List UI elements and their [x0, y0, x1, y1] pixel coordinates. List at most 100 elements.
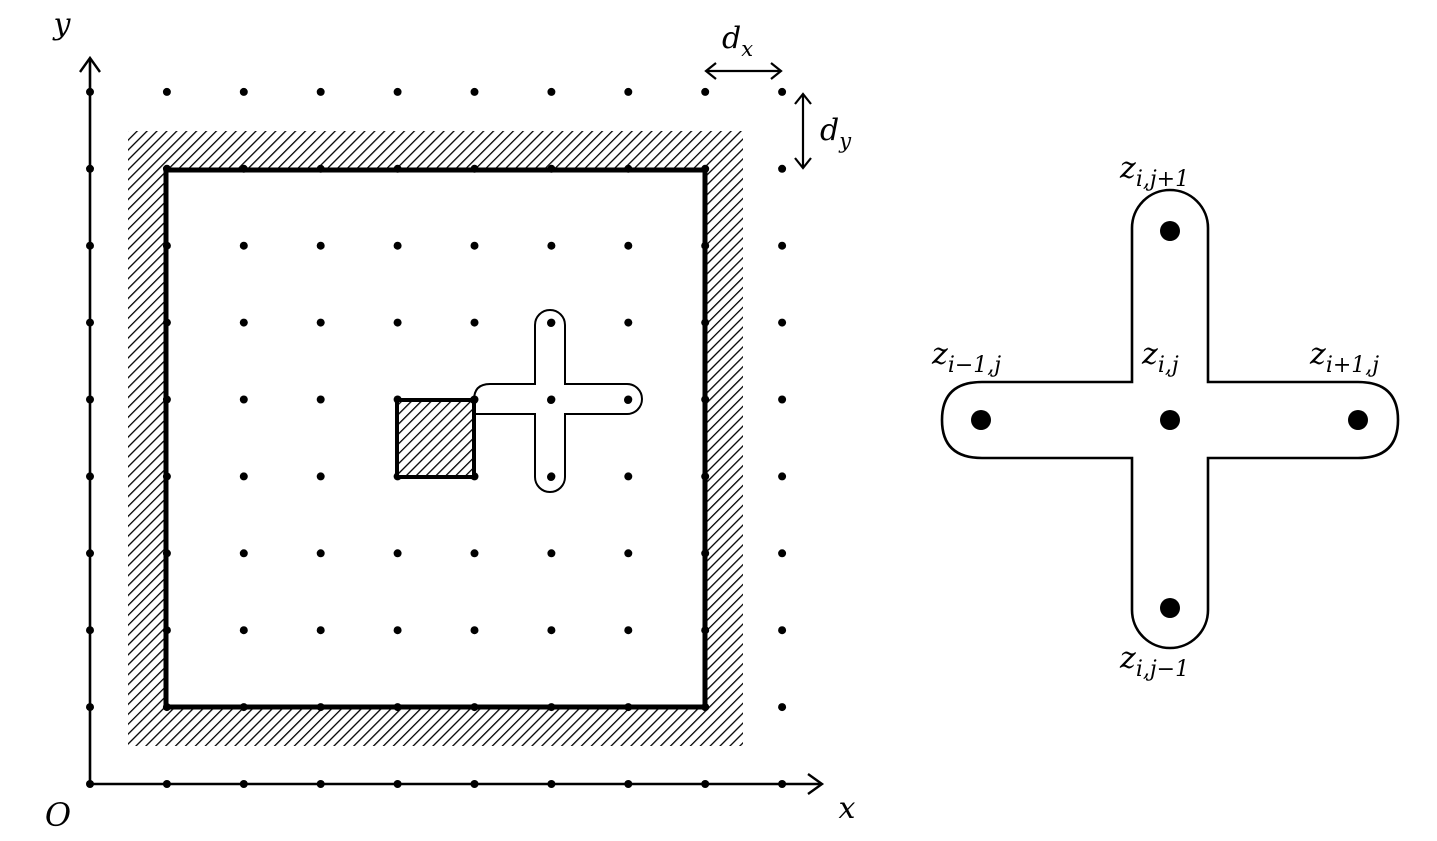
grid-point [624, 472, 633, 481]
grid-point [162, 241, 171, 250]
grid-point [470, 626, 479, 635]
grid-point [624, 164, 633, 173]
grid-point [701, 395, 710, 404]
origin-label: O [45, 796, 71, 834]
grid-point [393, 626, 402, 635]
grid-point [393, 241, 402, 250]
grid-point [624, 626, 633, 635]
grid-point [778, 472, 787, 481]
grid-point [316, 703, 325, 712]
grid-point [470, 241, 479, 250]
grid-point [470, 164, 479, 173]
stencil-label-right: zi+1,j [1309, 337, 1379, 378]
small-stencil-points [470, 319, 632, 481]
grid-point [316, 318, 325, 327]
grid-point [701, 164, 710, 173]
stencil-point-bottom [1160, 598, 1180, 618]
grid-point [239, 395, 248, 404]
stencil-point-center [1160, 410, 1180, 430]
grid-point [624, 241, 633, 250]
grid-point [393, 549, 402, 558]
grid-point [162, 549, 171, 558]
grid-point [239, 241, 248, 250]
dx-label: dx [722, 21, 753, 61]
grid-point [778, 549, 787, 558]
grid-point [162, 318, 171, 327]
grid-points [86, 87, 787, 788]
grid-point [316, 472, 325, 481]
dx-indicator [704, 62, 783, 80]
grid-point [239, 472, 248, 481]
grid-point [316, 626, 325, 635]
grid-point [239, 318, 248, 327]
grid-point [393, 87, 402, 96]
x-axis [88, 773, 825, 795]
grid-point [701, 241, 710, 250]
grid-point [778, 241, 787, 250]
grid-point [239, 549, 248, 558]
obstacle-square [395, 398, 476, 479]
grid-point [701, 549, 710, 558]
grid-point [701, 703, 710, 712]
grid-point [624, 318, 633, 327]
grid-point [701, 318, 710, 327]
grid-point [162, 472, 171, 481]
grid-point [624, 703, 633, 712]
stencil-point-left [971, 410, 991, 430]
grid-point [316, 241, 325, 250]
grid-point [393, 703, 402, 712]
stencil-point-top [1160, 221, 1180, 241]
grid-point [547, 703, 556, 712]
grid-point [547, 241, 556, 250]
grid-point [470, 87, 479, 96]
grid-point [162, 626, 171, 635]
grid-point [162, 164, 171, 173]
stencil-panel: zi,j+1 zi,j zi−1,j zi+1,j zi,j−1 [931, 151, 1400, 682]
grid-point [547, 87, 556, 96]
grid-point [778, 164, 787, 173]
stencil-label-left: zi−1,j [931, 337, 1001, 378]
x-axis-label: x [839, 791, 856, 826]
grid-point [701, 472, 710, 481]
stencil-label-bottom: zi,j−1 [1119, 641, 1189, 682]
grid-point [239, 626, 248, 635]
grid-point [547, 549, 556, 558]
grid-point [624, 549, 633, 558]
stencil-point-right [1348, 410, 1368, 430]
grid-point [778, 395, 787, 404]
grid-point [393, 164, 402, 173]
grid-point [239, 164, 248, 173]
stencil-label-top: zi,j+1 [1119, 151, 1189, 192]
grid-point [624, 87, 633, 96]
domain-boundary [163, 167, 708, 710]
grid-point [162, 395, 171, 404]
grid-point [316, 395, 325, 404]
small-stencil-outline [473, 309, 643, 493]
grid-point [701, 87, 710, 96]
grid-point [470, 703, 479, 712]
dy-indicator [794, 92, 812, 170]
grid-point [470, 318, 479, 327]
grid-point [162, 87, 171, 96]
grid-point [162, 703, 171, 712]
grid-point [778, 318, 787, 327]
grid-point [547, 164, 556, 173]
domain-panel: y x O dx dy [45, 7, 856, 834]
stencil-outline [940, 188, 1400, 650]
grid-point [778, 87, 787, 96]
stencil-label-center: zi,j [1141, 337, 1179, 378]
grid-point [316, 87, 325, 96]
grid-point [316, 549, 325, 558]
y-axis-label: y [52, 7, 72, 42]
grid-point [547, 626, 556, 635]
dy-label: dy [820, 113, 852, 153]
grid-point [239, 703, 248, 712]
grid-point [470, 549, 479, 558]
grid-point [778, 703, 787, 712]
grid-point [239, 87, 248, 96]
grid-point [393, 318, 402, 327]
grid-point [701, 626, 710, 635]
y-axis [79, 55, 101, 785]
grid-point [778, 626, 787, 635]
